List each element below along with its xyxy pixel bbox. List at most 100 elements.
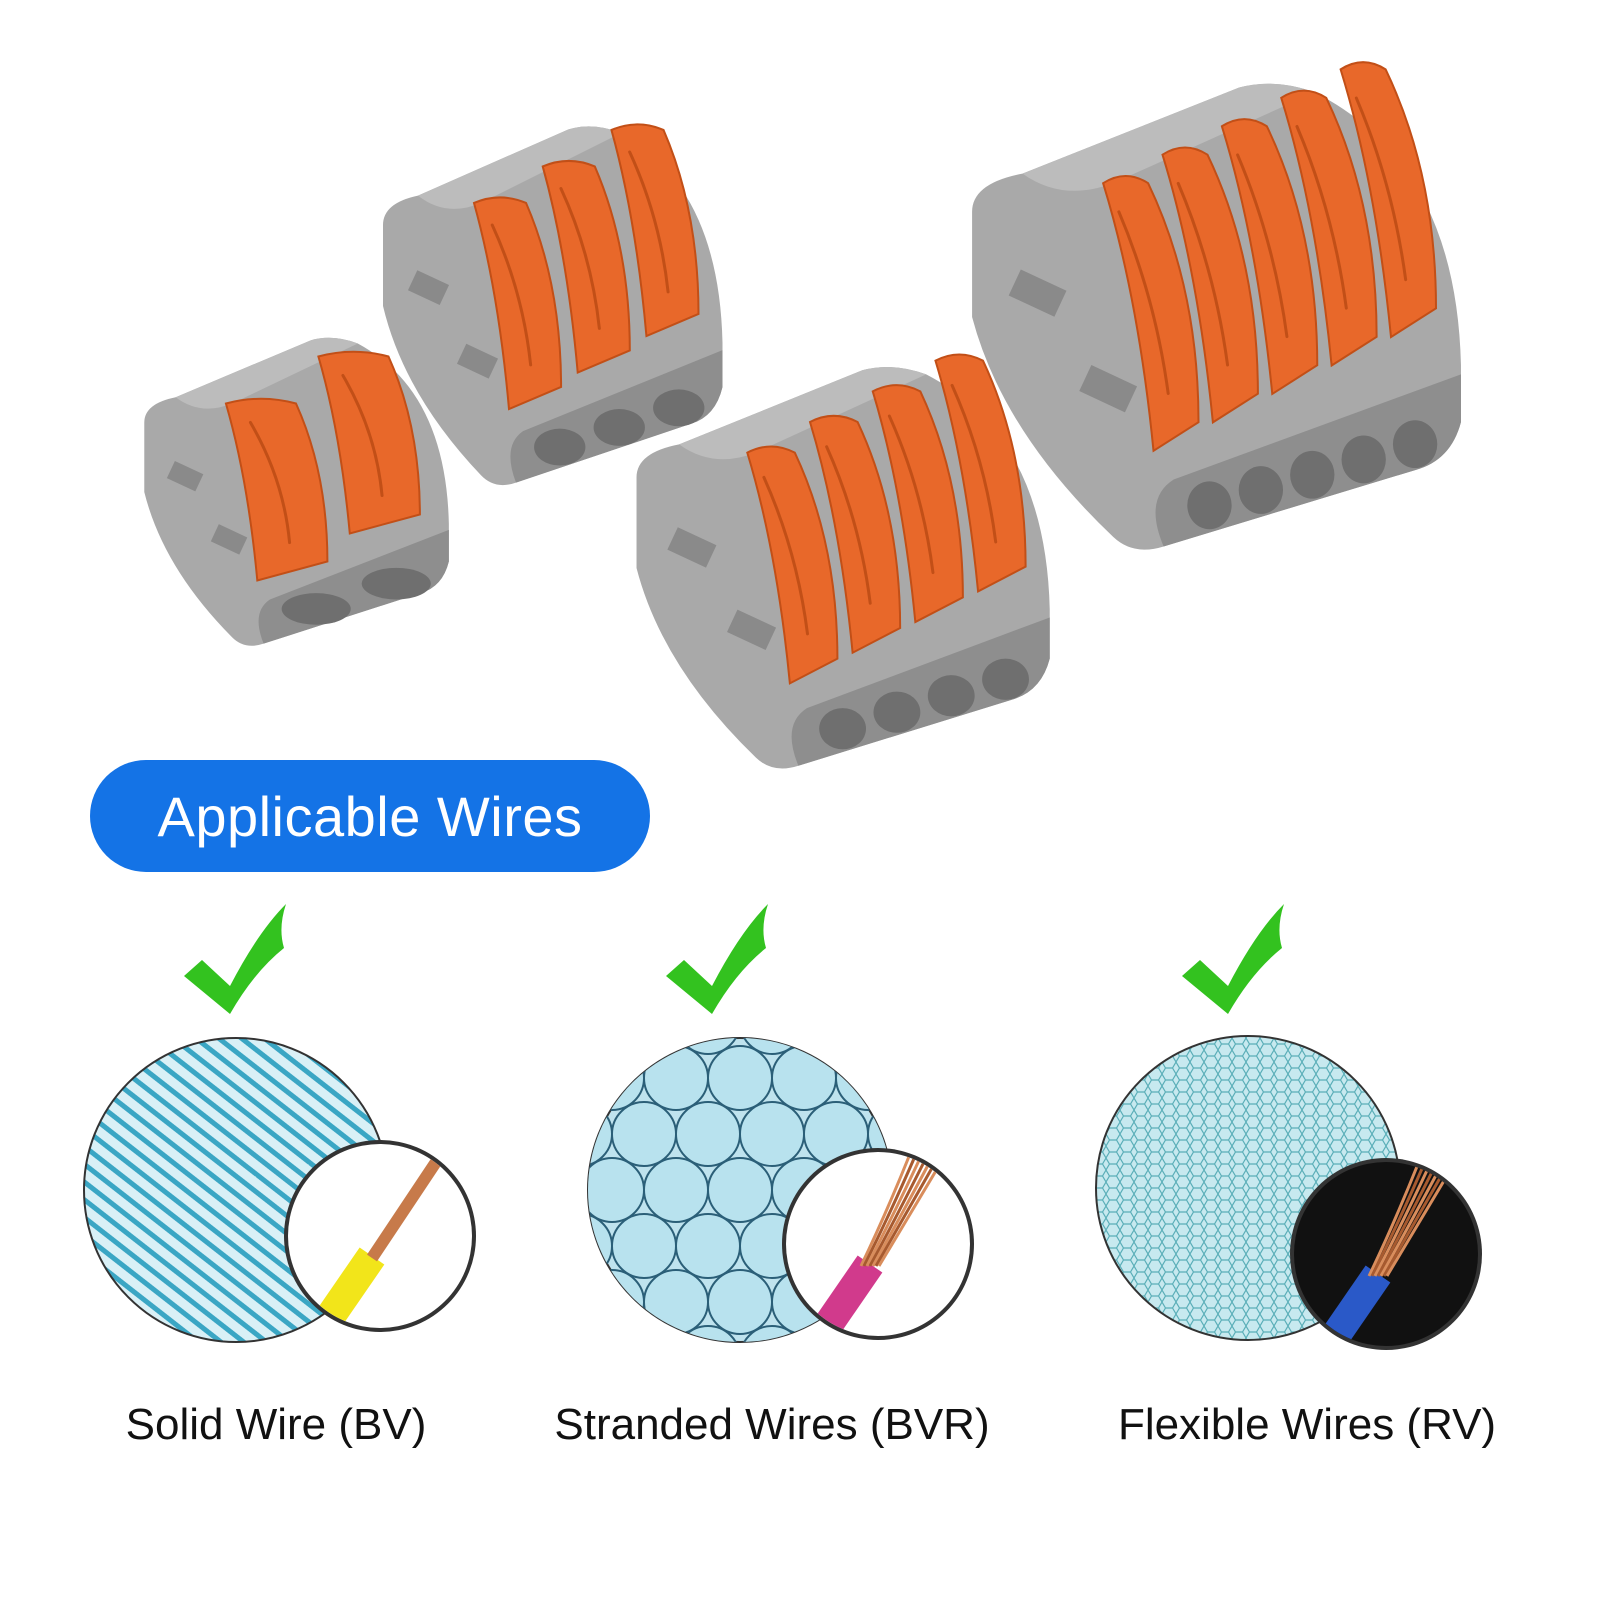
strand xyxy=(420,878,484,942)
strand xyxy=(1028,1382,1092,1446)
copper-strand xyxy=(871,1153,936,1267)
wire-entry-hole xyxy=(593,409,645,446)
strand xyxy=(643,1269,709,1335)
strand xyxy=(803,1038,869,1055)
strand xyxy=(804,878,868,942)
wire-entry-hole xyxy=(281,593,351,625)
strand xyxy=(739,1038,805,1055)
strand xyxy=(484,1102,548,1166)
strand xyxy=(1060,1438,1124,1502)
strand xyxy=(676,878,740,942)
lever-groove xyxy=(628,150,670,294)
strand xyxy=(452,1046,516,1110)
release-lever xyxy=(1101,174,1200,453)
wire-type-1 xyxy=(83,1037,476,1343)
caption-solid-wire: Solid Wire (BV) xyxy=(125,1400,427,1449)
copper-strand xyxy=(868,1153,930,1267)
strand xyxy=(675,1213,741,1279)
strand xyxy=(484,1326,548,1390)
lever-groove xyxy=(825,445,872,605)
wire-entry-hole xyxy=(927,675,975,717)
lever-groove xyxy=(887,414,935,575)
side-slot xyxy=(166,460,204,492)
release-lever xyxy=(472,196,563,411)
strand xyxy=(932,878,996,942)
wire-type-3 xyxy=(1095,1035,1482,1350)
lever-groove xyxy=(1236,153,1289,339)
strand xyxy=(1060,990,1124,1054)
strand xyxy=(388,934,452,998)
strand xyxy=(1028,1270,1092,1334)
release-lever xyxy=(541,159,631,374)
strand xyxy=(484,1214,548,1278)
release-lever xyxy=(808,414,902,655)
lever-groove xyxy=(1295,124,1348,310)
wire-entry-hole xyxy=(1238,466,1284,514)
release-lever xyxy=(871,384,964,624)
side-slot xyxy=(727,609,777,651)
strand xyxy=(516,1270,580,1334)
4-way-connector xyxy=(636,353,1050,769)
strand xyxy=(675,1101,741,1167)
wire-insulation xyxy=(297,1247,385,1328)
wire-insulation xyxy=(1303,1265,1391,1346)
side-slot xyxy=(456,343,499,379)
strand xyxy=(964,1270,1028,1334)
copper-strand xyxy=(1370,1163,1426,1277)
check-mark-icon xyxy=(1182,904,1284,1014)
caption-stranded-wires: Stranded Wires (BVR) xyxy=(554,1400,990,1449)
strand xyxy=(739,1101,805,1167)
copper-strand xyxy=(862,1153,918,1267)
strand xyxy=(932,1326,996,1390)
lever-groove xyxy=(559,187,601,330)
lever-groove xyxy=(1354,96,1408,282)
wire-entry-hole xyxy=(1290,450,1335,499)
release-lever xyxy=(1280,89,1378,368)
wire-photo xyxy=(297,1152,445,1328)
strand xyxy=(516,1046,580,1110)
wire-entry-hole xyxy=(534,428,586,466)
strand xyxy=(932,990,996,1054)
side-slot xyxy=(1008,269,1067,317)
lever-groove xyxy=(248,420,292,545)
strand xyxy=(420,990,484,1054)
strand xyxy=(964,1158,1028,1222)
strand xyxy=(835,1045,892,1111)
applicable-wires-label: Applicable Wires xyxy=(157,784,583,848)
strand xyxy=(388,1046,452,1110)
release-lever xyxy=(224,397,329,582)
release-lever xyxy=(317,350,421,535)
strand xyxy=(964,1046,1028,1110)
strand xyxy=(996,990,1060,1054)
lever-groove xyxy=(490,223,533,367)
strand xyxy=(588,1101,613,1167)
wire-entry-hole xyxy=(361,567,431,600)
strand xyxy=(771,1045,837,1111)
copper-strand xyxy=(859,1153,912,1267)
caption-flexible-wires: Flexible Wires (RV) xyxy=(1117,1400,1497,1449)
connector-top-face xyxy=(1022,83,1315,191)
strand xyxy=(611,1101,677,1167)
strand xyxy=(580,934,644,998)
connector-top-face xyxy=(679,366,927,460)
wire-entry-hole xyxy=(873,691,921,733)
strand xyxy=(739,1325,805,1342)
strand xyxy=(452,1382,516,1446)
strand xyxy=(643,1157,709,1223)
strand xyxy=(588,1213,613,1279)
release-lever xyxy=(610,123,700,338)
strand xyxy=(611,1325,677,1342)
copper-strand xyxy=(1379,1163,1444,1277)
strand xyxy=(1028,1046,1092,1110)
strand xyxy=(1060,1326,1124,1390)
strand xyxy=(611,1213,677,1279)
strand xyxy=(588,1045,645,1111)
strand xyxy=(836,934,900,998)
strand xyxy=(548,878,612,942)
2-way-connector xyxy=(144,337,449,646)
strand xyxy=(516,934,580,998)
wire-entry-hole xyxy=(653,389,705,427)
strand xyxy=(996,1326,1060,1390)
strand xyxy=(1060,878,1124,942)
lever-groove xyxy=(341,373,384,498)
